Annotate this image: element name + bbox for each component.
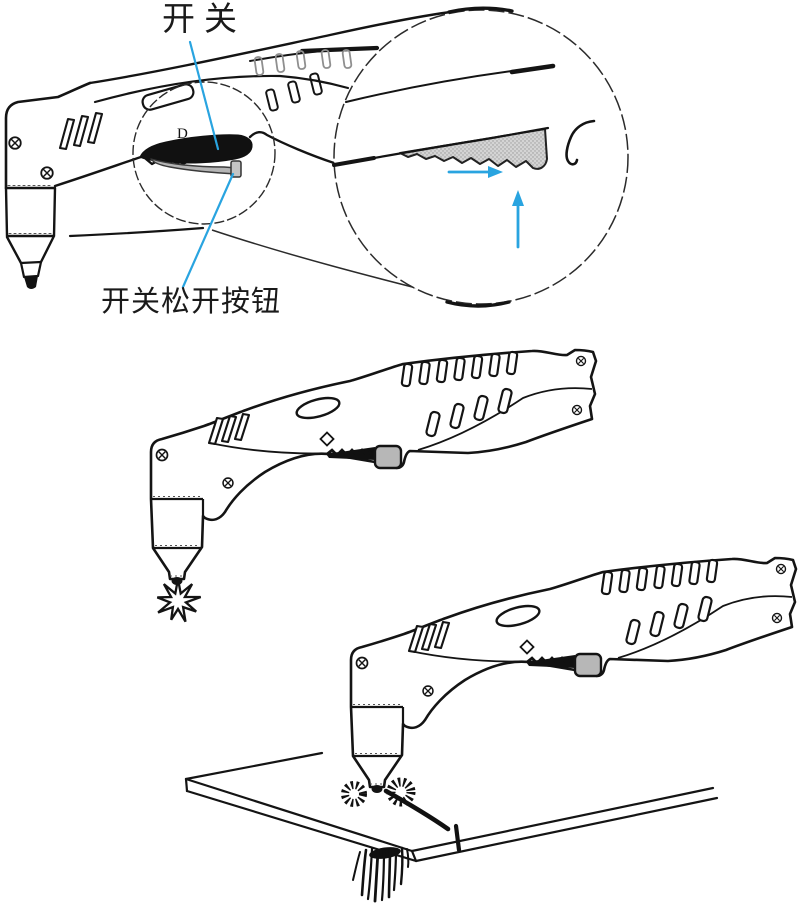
label-switch: 开关 bbox=[162, 2, 246, 38]
trigger-switch-black bbox=[139, 134, 253, 164]
kerf-edge-tick bbox=[453, 823, 462, 853]
plate-front-corner bbox=[410, 849, 418, 863]
grip-bottom-line bbox=[68, 226, 205, 238]
blue-annotations bbox=[181, 40, 524, 289]
kerf-cut-line bbox=[383, 788, 451, 832]
magnified-release-notch bbox=[565, 119, 596, 166]
vent-slots-top-light bbox=[253, 49, 353, 76]
handle-letter-marking: D bbox=[177, 126, 188, 142]
torch-top: D bbox=[4, 9, 460, 289]
slide-forward-arrow-icon bbox=[447, 166, 503, 178]
head-left-outline bbox=[4, 81, 92, 190]
workpiece-plate bbox=[184, 751, 719, 863]
press-up-arrow-icon bbox=[512, 190, 524, 249]
head-dotted-texture bbox=[7, 184, 54, 235]
vent-slots-lower bbox=[265, 72, 323, 112]
detail-zoom-small-circle bbox=[132, 81, 276, 225]
leader-line-switch bbox=[188, 40, 220, 151]
release-button-gray bbox=[150, 158, 239, 175]
nozzle-tip bbox=[24, 276, 38, 289]
pilot-arc-star bbox=[156, 578, 202, 623]
magnified-trigger-switch bbox=[399, 128, 548, 170]
handle-underside-right bbox=[248, 131, 336, 165]
magnified-switch-detail bbox=[332, 63, 596, 170]
plate-front-right-edge bbox=[410, 786, 719, 863]
large-circle-heavy-dashes bbox=[445, 6, 514, 308]
leader-line-release-button bbox=[181, 172, 235, 289]
handle-shadow-line bbox=[299, 45, 380, 54]
grip-grooves bbox=[58, 111, 104, 151]
dross-sparks bbox=[352, 846, 410, 903]
screw-icon bbox=[8, 136, 22, 150]
torch-middle bbox=[151, 350, 596, 585]
magnified-contour-thick bbox=[332, 156, 376, 167]
label-switch-release-button: 开关松开按钮 bbox=[101, 286, 282, 318]
torch-bottom bbox=[351, 558, 796, 793]
screw-icon bbox=[40, 166, 54, 180]
cutting-sparks bbox=[341, 777, 462, 903]
plate-left-thickness bbox=[184, 777, 189, 793]
handle-crest-line bbox=[93, 74, 350, 104]
clip-recess bbox=[141, 83, 195, 111]
handle-top-edge bbox=[88, 9, 460, 85]
handle-underside bbox=[53, 155, 143, 188]
head-body bbox=[4, 186, 57, 265]
magnified-upper-thick bbox=[509, 63, 556, 75]
nozzle-block bbox=[19, 260, 43, 279]
release-button-tab bbox=[230, 160, 242, 178]
plate-back-edge bbox=[184, 751, 324, 781]
